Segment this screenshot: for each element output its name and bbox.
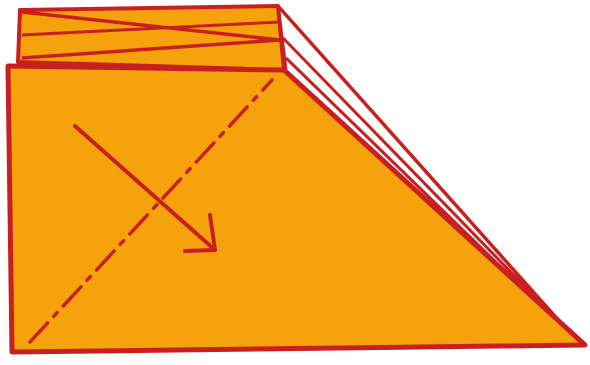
paper-body [8,66,585,352]
